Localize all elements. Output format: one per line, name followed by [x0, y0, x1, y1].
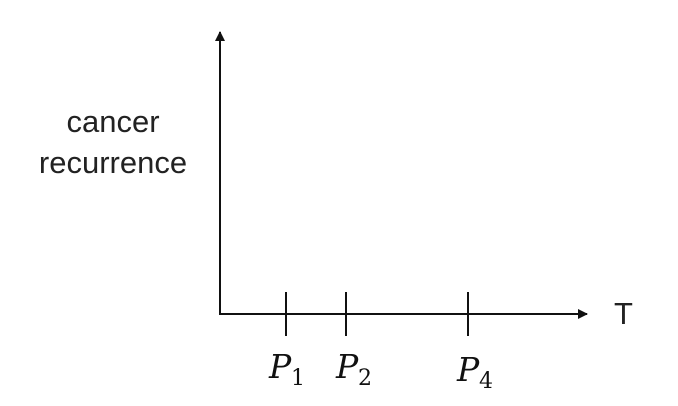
x-axis-label: T: [614, 296, 633, 331]
tick-label-p1-subscript: 1: [291, 366, 305, 391]
tick-label-p4-name: P: [456, 350, 480, 389]
tick-label-p2: P 2: [335, 347, 372, 391]
tick-label-p4-subscript: 4: [479, 369, 493, 394]
tick-label-p1-name: P: [268, 347, 292, 386]
y-axis-label-line-2: recurrence: [39, 145, 187, 180]
tick-label-p4: P 4: [456, 350, 493, 394]
tick-label-p2-subscript: 2: [358, 366, 372, 391]
tick-label-p2-name: P: [335, 347, 359, 386]
tick-label-p1: P 1: [268, 347, 305, 391]
y-axis-label-line-1: cancer: [66, 104, 159, 139]
